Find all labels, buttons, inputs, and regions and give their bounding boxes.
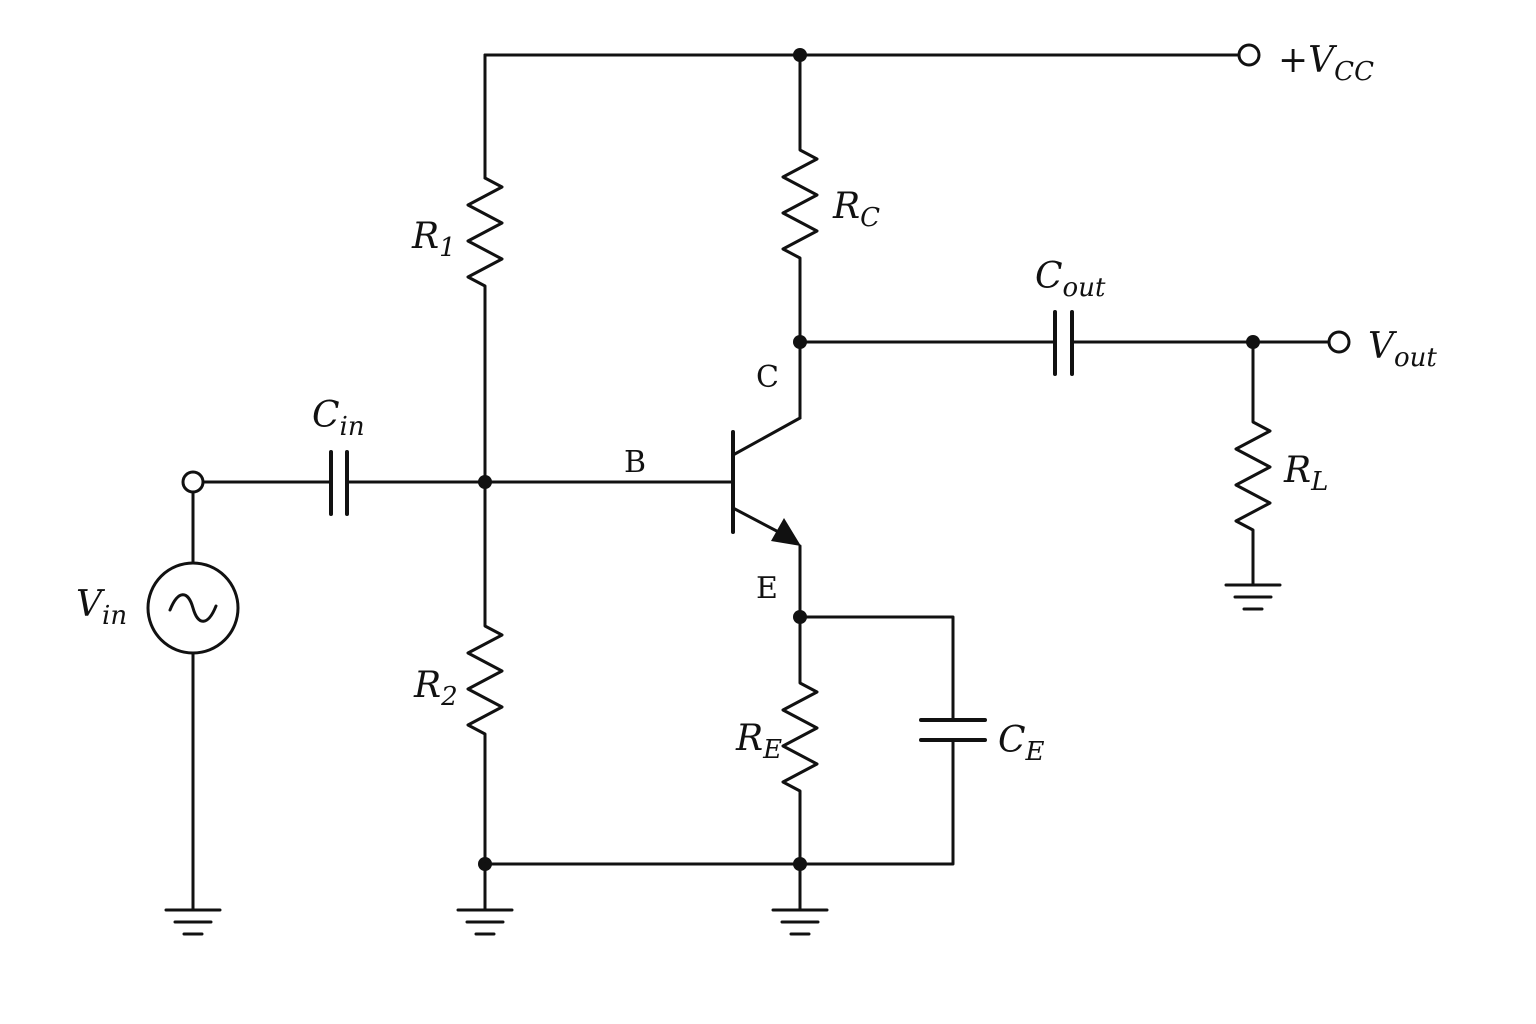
resistor-r2	[466, 480, 504, 866]
resistor-rl	[1234, 340, 1272, 587]
ground-vin	[164, 908, 222, 936]
r2-label: R2	[413, 665, 458, 712]
ground-r2	[456, 908, 514, 936]
ground-re	[771, 908, 829, 936]
cin-label: Cin	[312, 395, 365, 442]
base-junction	[478, 475, 492, 489]
resistor-r1	[466, 176, 504, 484]
collector-junction	[793, 335, 807, 349]
vin-label: Vin	[76, 584, 127, 631]
output-network	[793, 310, 1351, 376]
vout-terminal	[1327, 330, 1351, 354]
ce-label: CE	[998, 720, 1045, 767]
rl-label: RL	[1283, 450, 1328, 497]
re-label: RE	[735, 718, 782, 765]
emitter-arrow	[771, 518, 801, 546]
vcc-terminal	[1237, 43, 1261, 67]
ground-rl	[1224, 583, 1282, 611]
vcc-rail	[483, 43, 1261, 180]
resistor-rc	[781, 53, 819, 420]
vcc-label: +VCC	[1278, 40, 1374, 87]
sine-icon	[168, 593, 218, 623]
emitter-network	[793, 610, 987, 866]
resistor-re	[781, 615, 819, 866]
emitter-pin-label: E	[756, 571, 778, 606]
base-pin-label: B	[624, 445, 646, 480]
cout-label: Cout	[1035, 256, 1106, 303]
ac-source-vin	[146, 490, 240, 912]
input-network	[181, 450, 735, 516]
rc-label: RC	[832, 186, 880, 233]
vin-terminal	[181, 470, 205, 494]
r1-label: R1	[411, 216, 456, 263]
collector-pin-label: C	[756, 360, 779, 395]
ground-bus	[478, 857, 807, 912]
vout-label: Vout	[1368, 326, 1437, 373]
